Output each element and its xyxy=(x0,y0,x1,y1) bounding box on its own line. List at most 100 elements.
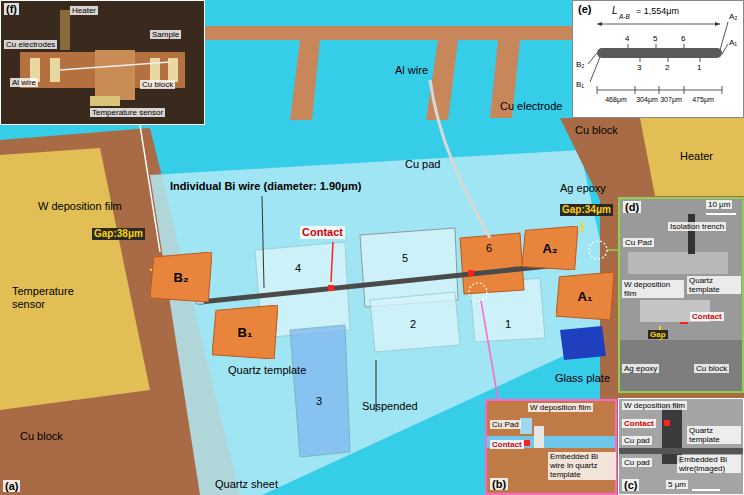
annotation-label: Contact xyxy=(622,419,656,428)
annotation-label: Quartz template xyxy=(228,364,306,377)
photo-inset xyxy=(50,58,60,82)
panel-label: (d) xyxy=(623,201,641,213)
annotation-label: Gap:34μm xyxy=(560,204,613,216)
annotation-label: Cu block xyxy=(575,124,618,137)
micrograph-inset xyxy=(485,399,617,495)
schematic-inset xyxy=(597,86,598,94)
sem-inset xyxy=(618,197,744,393)
photo-inset xyxy=(150,58,160,82)
main-scene xyxy=(328,285,334,291)
dimension-label: B₂ xyxy=(576,60,584,69)
micrograph-inset xyxy=(524,440,530,446)
dimension-label: 468μm xyxy=(605,96,627,104)
annotation-label: Cu pad xyxy=(405,158,440,171)
dimension-label: 6 xyxy=(681,34,685,43)
annotation-label: Temperature sensor xyxy=(12,285,90,310)
dimension-label: B₁ xyxy=(576,80,584,89)
contact-pad: B₂ xyxy=(150,252,212,302)
panel-label: (f) xyxy=(4,3,19,15)
schematic-inset xyxy=(590,57,600,82)
annotation-label: 5 xyxy=(402,252,408,265)
schematic-inset xyxy=(597,24,720,25)
main-scene xyxy=(481,301,498,399)
pad-label: B₁ xyxy=(238,325,253,340)
dimension-label: A-B xyxy=(619,13,630,20)
pad-outline xyxy=(212,305,278,359)
schematic-inset xyxy=(572,0,744,118)
panel-label: (e) xyxy=(576,3,593,15)
photo-inset xyxy=(60,10,70,50)
annotation-label: Cu block xyxy=(20,430,63,443)
annotation-label: 1 xyxy=(505,318,511,331)
pad-outline xyxy=(556,272,614,320)
main-scene xyxy=(560,326,606,360)
schematic-inset xyxy=(656,44,657,48)
schematic-inset xyxy=(684,86,685,94)
annotation-label: Cu Pad xyxy=(490,420,521,429)
annotation-label: Ag epoxy xyxy=(622,364,659,373)
annotation-label: Cu Pad xyxy=(623,238,654,247)
panel-label: (c) xyxy=(622,479,639,491)
pad-label: A₂ xyxy=(542,241,557,256)
contact-pad: A₁ xyxy=(556,272,614,320)
sem-inset xyxy=(692,489,720,491)
sem-inset xyxy=(680,322,688,324)
sem-inset xyxy=(618,448,744,454)
annotation-label: Contact xyxy=(300,226,345,239)
schematic-inset xyxy=(659,86,660,94)
schematic-inset xyxy=(572,0,744,118)
annotation-label: Contact xyxy=(690,312,724,321)
photo-inset xyxy=(0,0,205,125)
schematic-inset xyxy=(715,22,720,26)
schematic-inset xyxy=(700,58,701,62)
schematic-inset xyxy=(722,44,728,54)
dimension-label: 1 xyxy=(697,63,701,72)
annotation-label: Al wire xyxy=(10,78,38,87)
schematic-inset xyxy=(722,86,723,94)
dimension-label: A₁ xyxy=(729,38,737,47)
dimension-label: = 1,554μm xyxy=(636,6,679,16)
annotation-label: Suspended xyxy=(362,400,418,413)
schematic-inset xyxy=(597,90,722,91)
micrograph-inset xyxy=(485,399,617,495)
pad-outline xyxy=(522,226,578,270)
annotation-label: Embedded Bi wire(imaged) xyxy=(677,455,741,473)
annotation-label: 6 xyxy=(486,242,492,255)
annotation-label: W deposition film xyxy=(622,280,684,298)
schematic-inset xyxy=(684,44,685,48)
main-scene xyxy=(370,292,460,352)
schematic-inset xyxy=(597,48,722,58)
dimension-label: 304μm xyxy=(636,96,658,104)
main-scene xyxy=(589,241,607,259)
sem-inset xyxy=(618,197,744,393)
schematic-inset xyxy=(628,44,629,48)
sem-inset xyxy=(618,340,744,393)
photo-inset xyxy=(0,0,205,125)
annotation-label: Temperature sensor xyxy=(90,108,165,117)
main-scene xyxy=(205,26,572,40)
main-scene xyxy=(460,233,524,294)
sem-inset xyxy=(618,398,744,495)
dimension-label: 3 xyxy=(637,63,641,72)
main-scene xyxy=(607,249,618,251)
annotation-label: Cu electrodes xyxy=(4,40,57,49)
annotation-label: Contact xyxy=(490,440,524,449)
schematic-inset xyxy=(635,86,636,94)
main-scene xyxy=(0,148,150,410)
annotation-label: W deposition film xyxy=(622,401,687,410)
main-scene xyxy=(331,242,333,282)
annotation-label: 4 xyxy=(295,262,301,275)
annotation-label: Gap xyxy=(648,330,668,339)
pad-label: A₁ xyxy=(578,289,593,304)
sem-inset xyxy=(706,213,736,215)
dimension-label: 475μm xyxy=(692,96,714,104)
panel-label: (a) xyxy=(3,480,20,492)
annotation-label: Quartz sheet xyxy=(215,478,278,491)
annotation-label: 2 xyxy=(410,318,416,331)
photo-inset xyxy=(95,50,135,100)
annotation-label: Glass plate xyxy=(555,372,610,385)
main-scene xyxy=(581,222,583,232)
